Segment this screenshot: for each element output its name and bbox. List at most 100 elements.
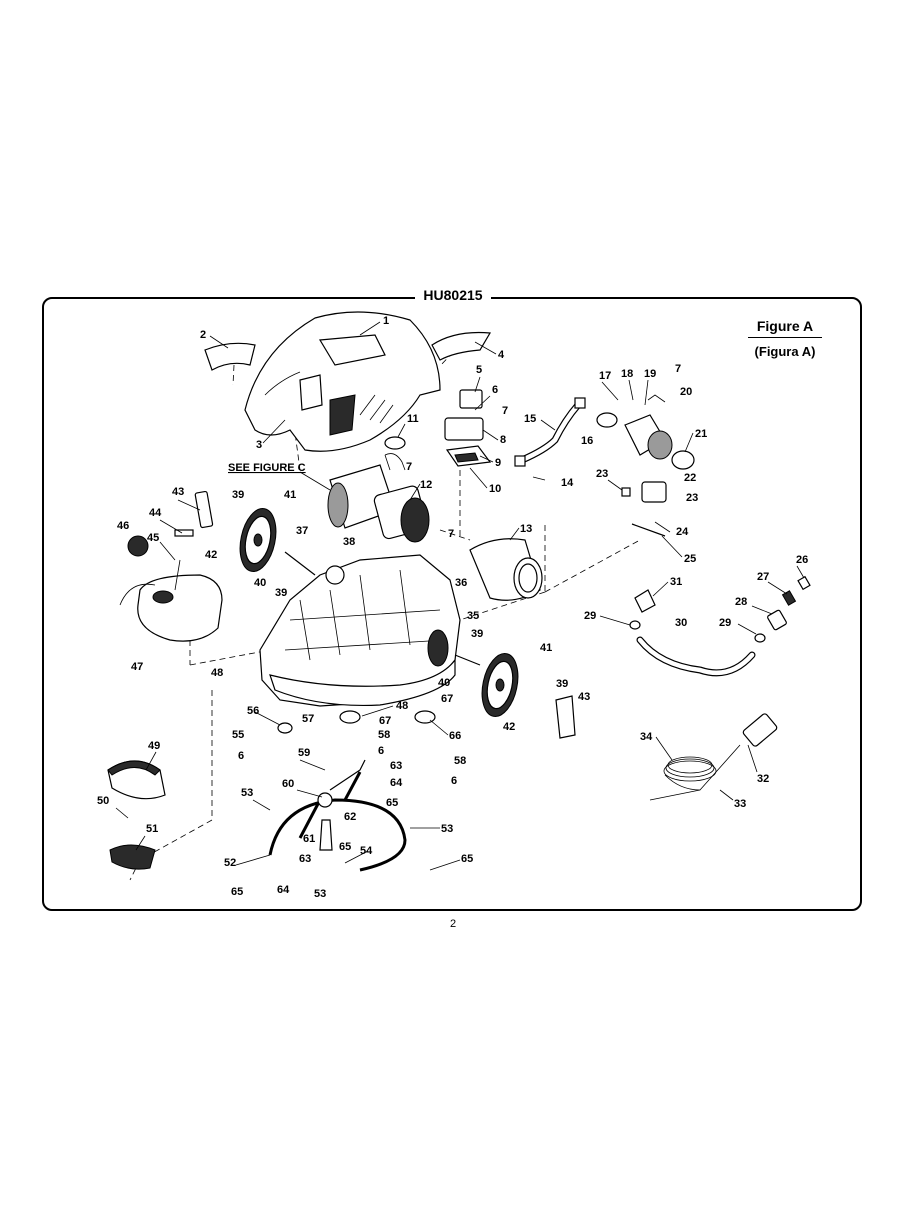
label-21: 21	[695, 428, 707, 440]
unloader-valve	[596, 394, 695, 503]
hose-fittings	[629, 575, 811, 643]
label-53b: 53	[441, 823, 453, 835]
wheel-left-41	[239, 508, 277, 572]
label-55: 55	[232, 729, 244, 741]
label-40: 40	[254, 577, 266, 589]
label-53c: 53	[314, 888, 326, 900]
switch-assembly	[444, 389, 492, 467]
label-24: 24	[676, 526, 689, 538]
label-53: 53	[241, 787, 253, 799]
figure-subtitle: (Figura A)	[754, 344, 816, 359]
label-64: 64	[390, 777, 403, 789]
see-figure-c-leader	[299, 471, 331, 491]
label-67b: 67	[441, 693, 453, 705]
label-16: 16	[581, 435, 593, 447]
label-23b: 23	[686, 492, 698, 504]
label-29: 29	[584, 610, 596, 622]
label-34: 34	[640, 731, 653, 743]
label-58: 58	[378, 729, 390, 741]
label-61: 61	[303, 833, 315, 845]
label-62: 62	[344, 811, 356, 823]
label-60: 60	[282, 778, 294, 790]
label-42: 42	[205, 549, 217, 561]
label-28: 28	[735, 596, 747, 608]
label-4: 4	[498, 349, 505, 361]
label-20: 20	[680, 386, 692, 398]
label-22: 22	[684, 472, 696, 484]
hood-shroud	[244, 311, 441, 452]
power-cord-assembly	[649, 713, 778, 801]
label-48: 48	[211, 667, 223, 679]
label-19: 19	[644, 368, 656, 380]
label-66: 66	[449, 730, 461, 742]
label-39b: 39	[275, 587, 287, 599]
label-36: 36	[455, 577, 467, 589]
label-54: 54	[360, 845, 373, 857]
leader-lines	[115, 321, 805, 871]
label-37: 37	[296, 525, 308, 537]
label-7b: 7	[406, 461, 412, 473]
callout-labels: 1 2 3 4 5 6 7 7 8 9 10 11 12 13 14 15 16…	[97, 315, 808, 900]
label-63b: 63	[299, 853, 311, 865]
bumper-51	[109, 844, 156, 870]
label-45: 45	[147, 532, 159, 544]
label-23: 23	[596, 468, 608, 480]
label-65d: 65	[231, 886, 243, 898]
label-56: 56	[247, 705, 259, 717]
label-10: 10	[489, 483, 501, 495]
label-7d: 7	[448, 528, 454, 540]
wand-60	[329, 759, 366, 791]
label-65b: 65	[339, 841, 351, 853]
label-47: 47	[131, 661, 143, 673]
label-41: 41	[284, 489, 296, 501]
wheel-right-41	[481, 653, 519, 717]
label-7c: 7	[675, 363, 681, 375]
label-67: 67	[379, 715, 391, 727]
label-32: 32	[757, 773, 769, 785]
label-17: 17	[599, 370, 611, 382]
label-65: 65	[386, 797, 398, 809]
label-6b: 6	[238, 750, 244, 762]
label-6d: 6	[451, 775, 457, 787]
label-43b: 43	[578, 691, 590, 703]
label-9: 9	[495, 457, 501, 469]
figure-title: Figure A	[748, 318, 822, 338]
label-15: 15	[524, 413, 536, 425]
label-25: 25	[684, 553, 696, 565]
label-18: 18	[621, 368, 633, 380]
label-57: 57	[302, 713, 314, 725]
label-8: 8	[500, 434, 506, 446]
label-39c: 39	[471, 628, 483, 640]
label-44: 44	[149, 507, 162, 519]
label-63: 63	[390, 760, 402, 772]
label-39: 39	[232, 489, 244, 501]
label-26: 26	[796, 554, 808, 566]
label-51: 51	[146, 823, 158, 835]
inlet-hose-15	[514, 397, 586, 467]
wheel-mounted	[427, 629, 449, 667]
pin-14	[532, 476, 546, 481]
o-ring-11	[384, 436, 406, 450]
label-59: 59	[298, 747, 310, 759]
bracket-43b	[555, 695, 576, 739]
axle-left	[284, 551, 316, 576]
nozzle-cover-49	[107, 760, 166, 800]
label-35: 35	[467, 610, 479, 622]
label-27: 27	[757, 571, 769, 583]
label-48b: 48	[396, 700, 408, 712]
chassis-frame	[259, 554, 461, 707]
label-5: 5	[476, 364, 482, 376]
label-33: 33	[734, 798, 746, 810]
label-39d: 39	[556, 678, 568, 690]
label-58b: 58	[454, 755, 466, 767]
rod-25	[631, 523, 666, 537]
nozzle-holder-13	[469, 538, 543, 601]
label-42b: 42	[503, 721, 515, 733]
side-decal-right	[431, 331, 492, 361]
axle-right	[454, 654, 481, 666]
label-38: 38	[343, 536, 355, 548]
label-50: 50	[97, 795, 109, 807]
label-14: 14	[561, 477, 574, 489]
label-31: 31	[670, 576, 682, 588]
